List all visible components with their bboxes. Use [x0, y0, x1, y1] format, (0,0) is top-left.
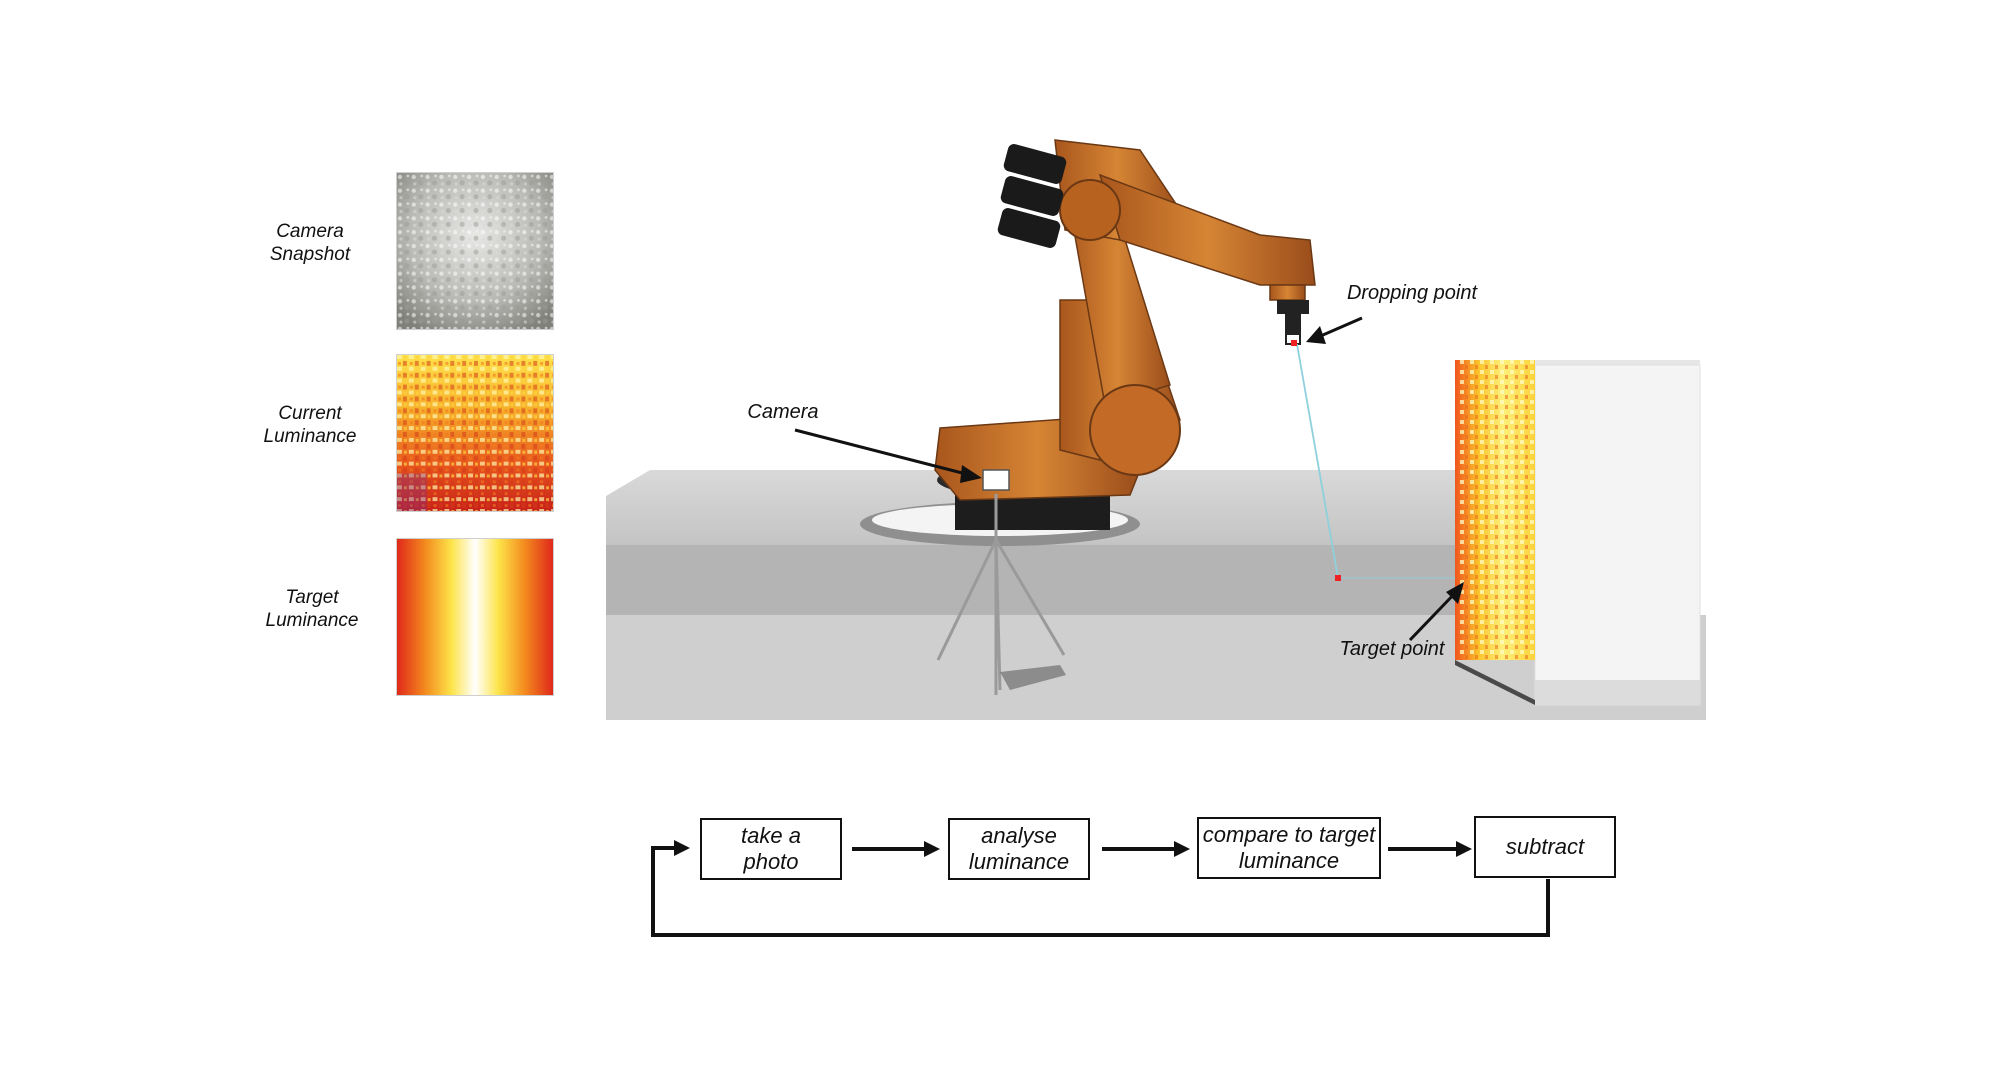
camera-tripod — [936, 494, 1066, 695]
camera-snapshot-image — [396, 172, 554, 330]
current-luminance-label: Current Luminance — [263, 403, 357, 447]
target-point-marker — [1335, 575, 1341, 581]
camera-label: Camera — [747, 401, 819, 423]
target-luminance-label: Target Luminance — [265, 587, 359, 631]
dropping-point-label: Dropping point — [1346, 282, 1478, 304]
target-point-arrow — [1408, 588, 1460, 642]
step-take-photo: take a photo — [700, 818, 842, 880]
target-point-label: Target point — [1339, 638, 1445, 660]
step-analyse-luminance: analyse luminance — [948, 818, 1090, 880]
camera-arrow — [794, 428, 971, 477]
camera-snapshot-label: Camera Snapshot — [269, 221, 351, 265]
camera-body — [982, 469, 1010, 491]
target-luminance-image — [396, 538, 554, 696]
dropping-point-marker — [1291, 340, 1297, 346]
current-luminance-image — [396, 354, 554, 512]
gripper — [1277, 300, 1309, 345]
dropping-point-arrow — [1315, 316, 1363, 340]
flow-return-line — [651, 846, 1550, 937]
step-compare-target: compare to target luminance — [1197, 817, 1381, 879]
step-subtract: subtract — [1474, 816, 1616, 878]
drip-line — [1296, 343, 1339, 579]
robot-scene — [606, 139, 1706, 720]
robot-motors — [997, 144, 1067, 248]
wall-block — [1534, 364, 1701, 706]
